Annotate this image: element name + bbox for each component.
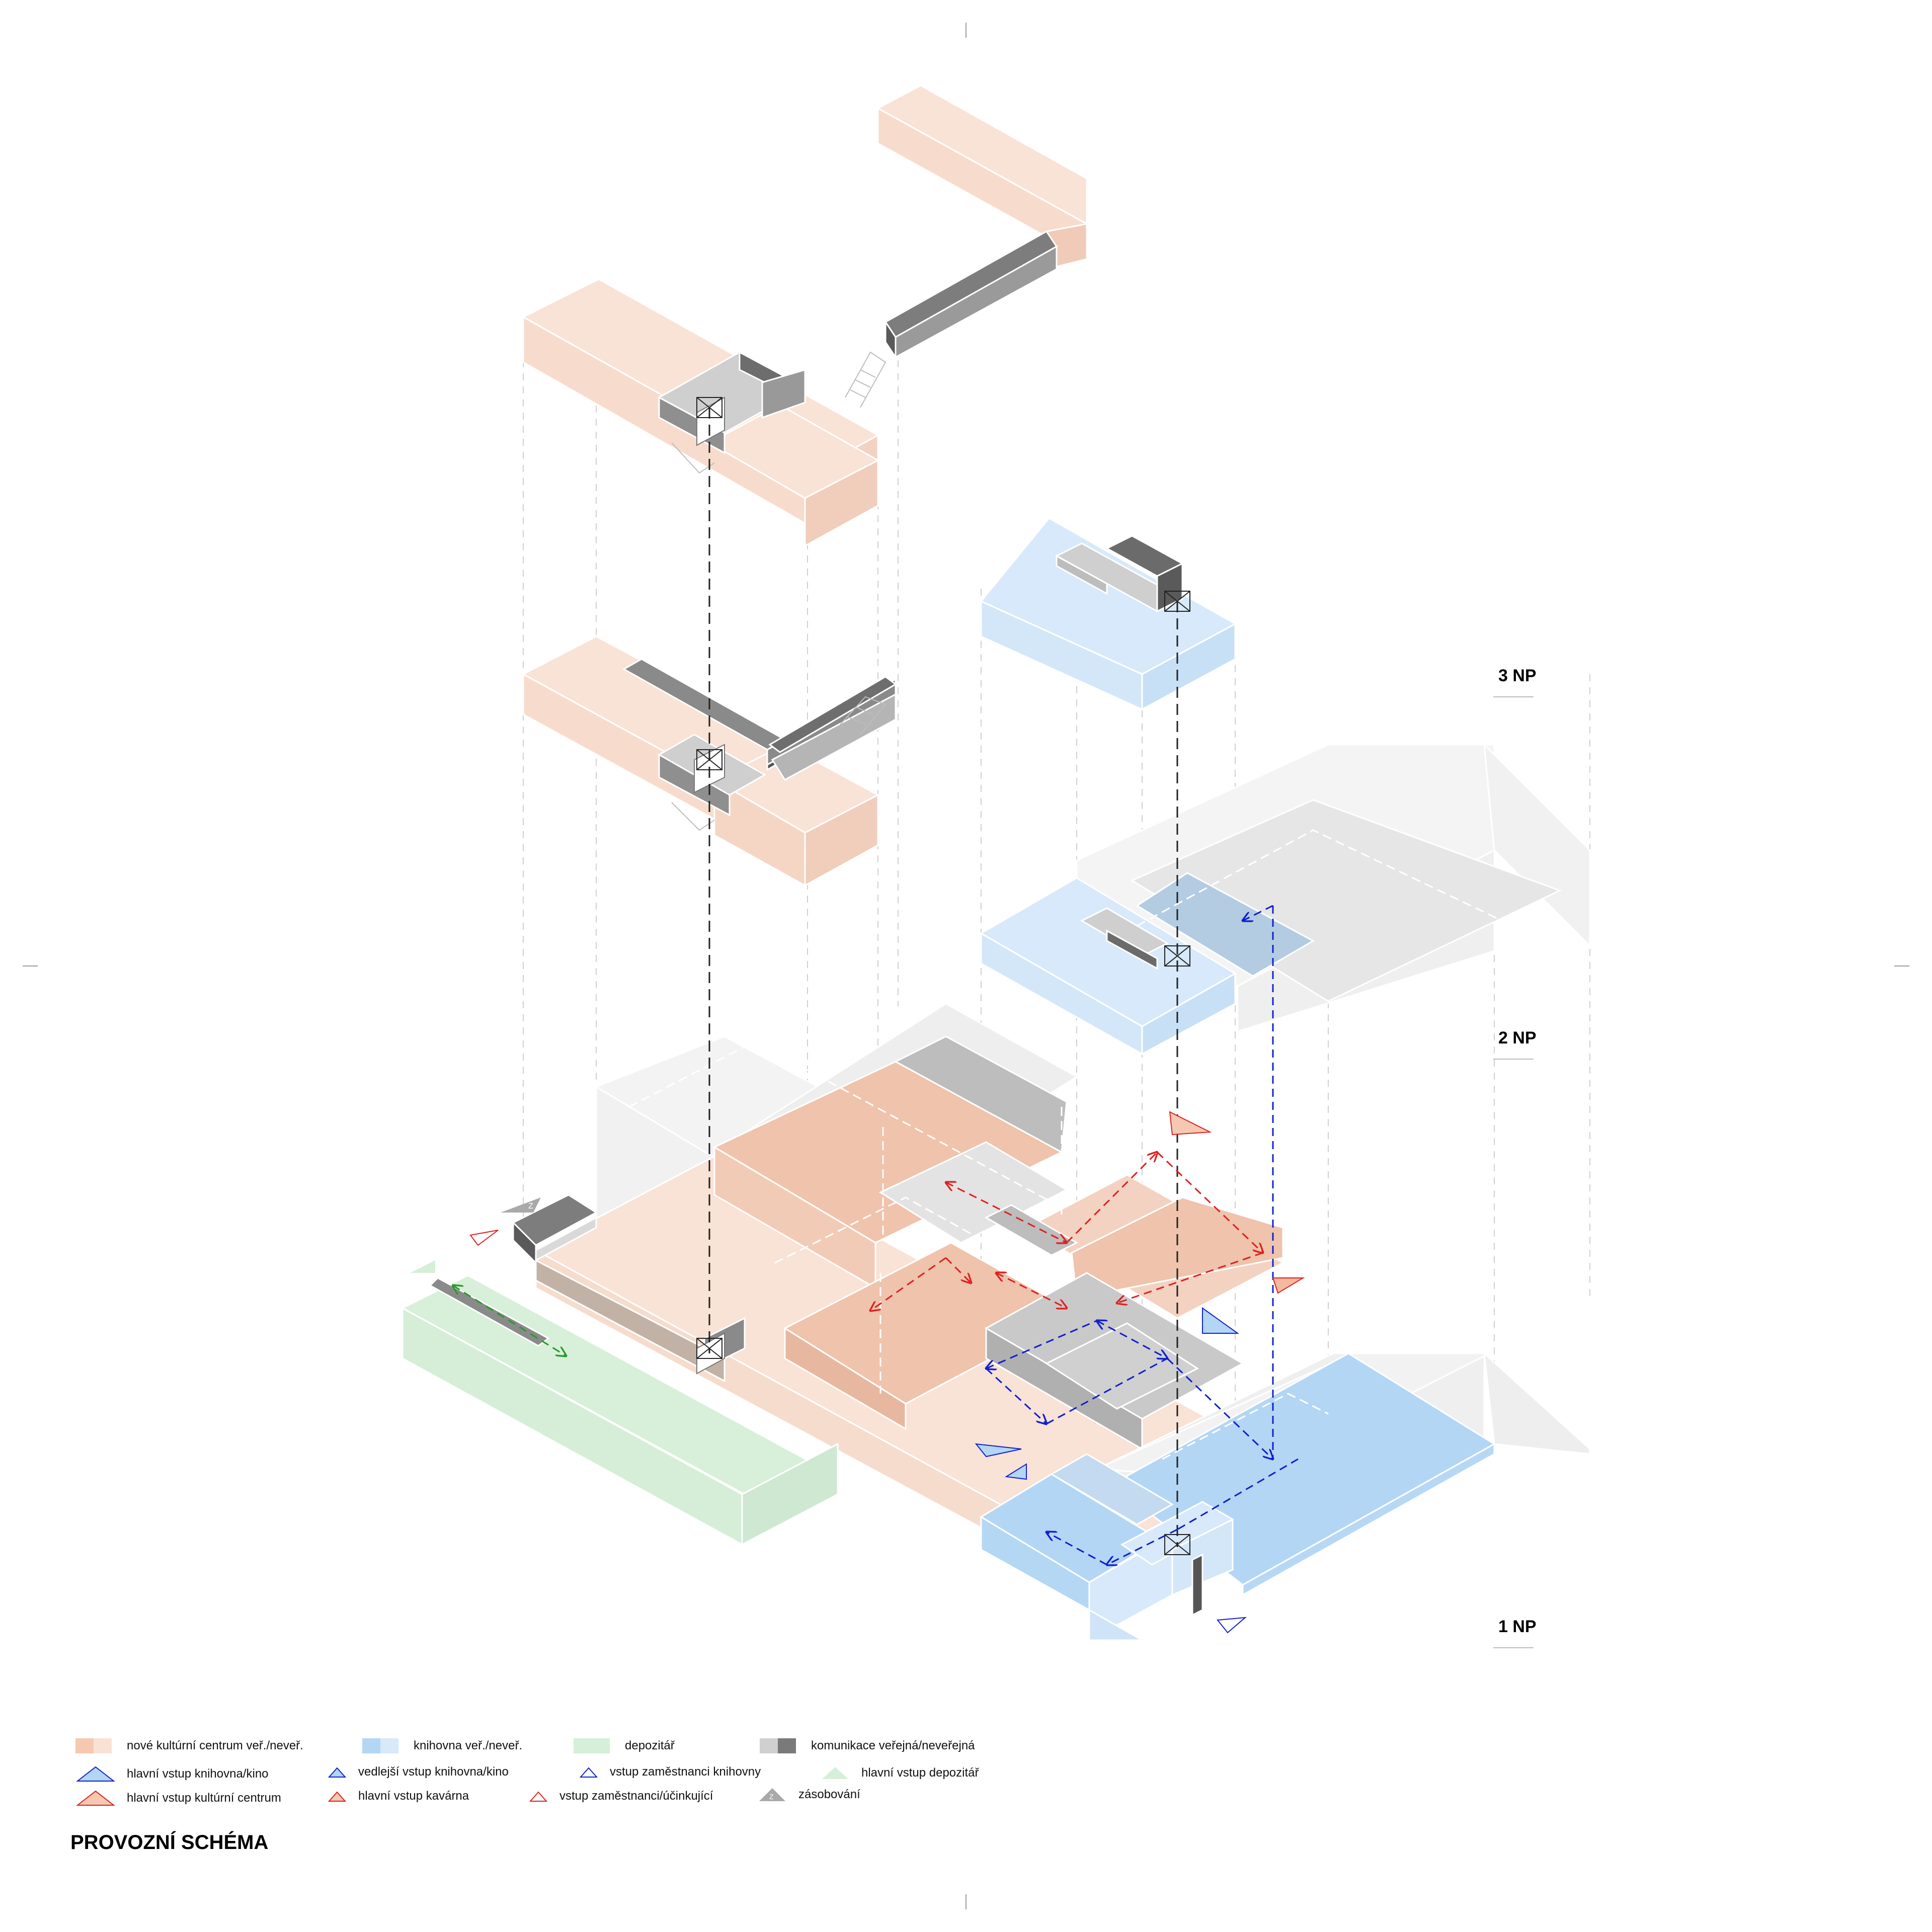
green-circulation-arrow — [453, 1285, 566, 1356]
legend-comm-label: komunikace veřejná/neveřejná — [811, 1739, 975, 1752]
vertical-axes — [708, 408, 1178, 1547]
legend-supply-label: zásobování — [798, 1788, 860, 1801]
level-label-3np: 3 NP — [1498, 666, 1537, 685]
red-circulation-arrows — [870, 1152, 1263, 1311]
legend-culture-label: nové kultúrní centrum veř./neveř. — [127, 1739, 303, 1752]
culture-block-3np — [521, 635, 897, 887]
legend-lib-staff: vstup zaměstnanci knihovny — [579, 1765, 761, 1779]
legend-cafe-main-label: hlavní vstup kavárna — [358, 1789, 469, 1803]
legend-lib-side-label: vedlejší vstup knihovna/kino — [358, 1765, 509, 1779]
legend-culture: nové kultúrní centrum veř./neveř. — [75, 1738, 303, 1753]
legend-depot-main-label: hlavní vstup depozitář — [861, 1766, 979, 1780]
triangle-icon — [328, 1791, 347, 1802]
legend-lib-main: hlavní vstup knihovna/kino — [75, 1765, 269, 1783]
triangle-icon — [579, 1767, 598, 1778]
level-label-2np: 2 NP — [1498, 1028, 1537, 1048]
culture-block-top — [521, 85, 1088, 547]
triangle-icon — [529, 1791, 548, 1802]
legend-library-label: knihovna veř./neveř. — [414, 1739, 523, 1752]
supply-mark: Z — [769, 1793, 774, 1801]
triangle-icon — [328, 1767, 347, 1778]
legend-cult-main: hlavní vstup kultúrní centrum — [75, 1789, 281, 1807]
library-block-2np — [980, 872, 1315, 1056]
legend-lib-main-label: hlavní vstup knihovna/kino — [127, 1767, 269, 1781]
level-label-1np: 1 NP — [1498, 1617, 1537, 1636]
level-line-3np — [1493, 696, 1534, 697]
triangle-icon — [76, 1766, 115, 1782]
legend-cult-main-label: hlavní vstup kultúrní centrum — [127, 1791, 281, 1805]
legend-supply: Z zásobování — [757, 1786, 860, 1803]
legend-library: knihovna veř./neveř. — [362, 1738, 522, 1753]
library-block-3np — [980, 517, 1237, 711]
legend-depot: depozitář — [574, 1738, 675, 1753]
legend-cult-staff: vstup zaměstnanci/účinkující — [528, 1789, 713, 1803]
entrance-markers: Z — [410, 1111, 1305, 1634]
legend-depot-label: depozitář — [625, 1739, 675, 1752]
elevator-markers — [696, 397, 1190, 1555]
crop-marks — [23, 23, 1909, 1909]
level-line-2np — [1493, 1059, 1534, 1060]
legend-comm: komunikace veřejná/neveřejná — [760, 1738, 975, 1753]
triangle-icon — [76, 1790, 115, 1806]
triangle-icon — [822, 1767, 848, 1779]
legend-lib-staff-label: vstup zaměstnanci knihovny — [610, 1765, 761, 1779]
legend-lib-side: vedlejší vstup knihovna/kino — [327, 1765, 509, 1779]
level-line-1np — [1493, 1647, 1534, 1648]
hidden-edges — [628, 829, 1555, 1460]
blue-circulation-arrows — [986, 905, 1299, 1565]
legend-cult-staff-label: vstup zaměstnanci/účinkující — [559, 1789, 713, 1803]
page-title: PROVOZNÍ SCHÉMA — [70, 1831, 269, 1854]
legend-depot-main: hlavní vstup depozitář — [820, 1765, 979, 1781]
supply-icon: Z — [759, 1788, 785, 1801]
legend-cafe-main: hlavní vstup kavárna — [327, 1789, 469, 1803]
supply-letter: Z — [528, 1202, 533, 1211]
